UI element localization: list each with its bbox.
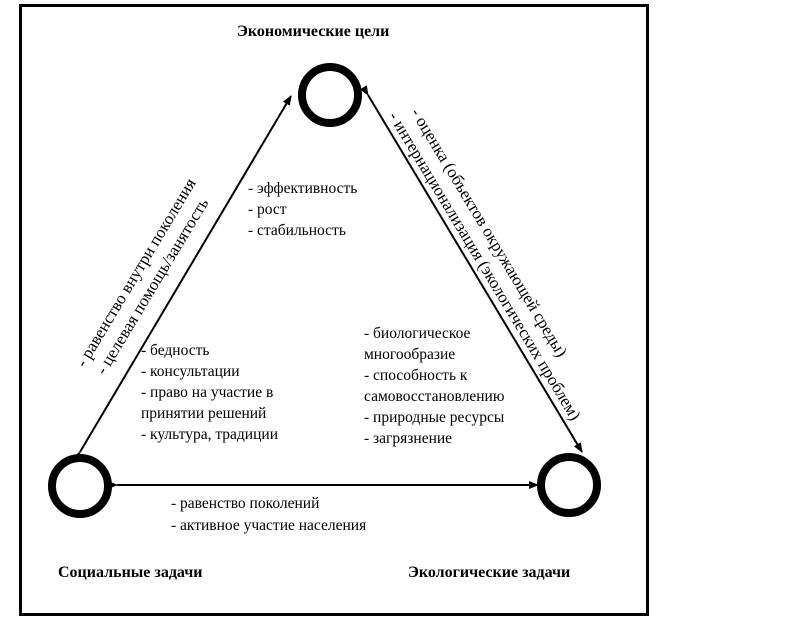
ecological-criteria-list: - биологическое многообразие - способнос… xyxy=(364,323,504,449)
ecological-item: - загрязнение xyxy=(364,430,453,447)
ecological-tasks-title: Экологические задачи xyxy=(408,564,571,581)
bottom-edge-item: - равенство поколений xyxy=(171,495,320,512)
social-item: - культура, традиции xyxy=(141,426,278,443)
economic-item: - рост xyxy=(248,201,287,218)
economic-item: - эффективность xyxy=(248,180,358,197)
ecological-item: многообразие xyxy=(364,346,456,363)
economic-node-circle xyxy=(298,63,362,127)
ecological-item: - способность к xyxy=(364,367,468,384)
diagram-frame xyxy=(19,4,649,616)
ecological-item: - биологическое xyxy=(364,325,471,342)
bottom-edge-label: - равенство поколений - активное участие… xyxy=(171,493,366,537)
arrow-social-economic xyxy=(71,95,292,462)
social-item: принятии решений xyxy=(141,405,267,422)
bottom-edge-item: - активное участие населения xyxy=(171,517,367,534)
social-tasks-title: Социальные задачи xyxy=(58,564,203,581)
ecological-item: - природные ресурсы xyxy=(364,409,505,426)
social-criteria-list: - бедность - консультации - право на уча… xyxy=(141,340,278,445)
ecological-node-circle xyxy=(537,453,601,517)
economic-goals-title: Экономические цели xyxy=(237,23,390,40)
social-node-circle xyxy=(48,454,112,518)
social-item: - бедность xyxy=(141,342,210,359)
social-item: - консультации xyxy=(141,363,240,380)
arrow-economic-ecological xyxy=(359,85,583,453)
economic-criteria-list: - эффективность - рост - стабильность xyxy=(248,178,357,241)
ecological-item: самовосстановлению xyxy=(364,388,505,405)
economic-item: - стабильность xyxy=(248,222,346,239)
social-item: - право на участие в xyxy=(141,384,274,401)
